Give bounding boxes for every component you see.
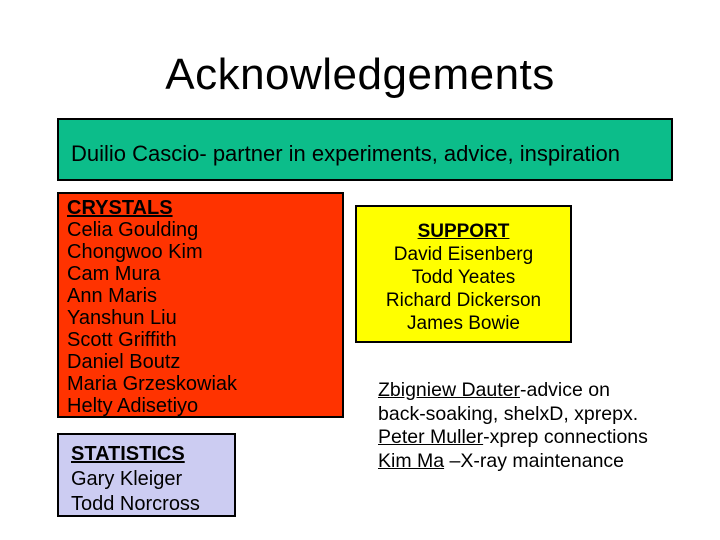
list-item: Scott Griffith	[67, 329, 177, 351]
list-item: Maria Grzeskowiak	[67, 373, 238, 395]
note-person-name: Kim Ma	[378, 449, 445, 472]
list-item: Chongwoo Kim	[67, 241, 203, 263]
crystals-header: CRYSTALS	[67, 197, 173, 219]
list-item: Daniel Boutz	[67, 351, 181, 373]
list-item: Celia Goulding	[67, 219, 199, 241]
statistics-header: STATISTICS	[71, 443, 185, 465]
support-header: SUPPORT	[417, 221, 510, 242]
banner-box: Duilio Cascio- partner in experiments, a…	[57, 118, 673, 181]
note-text: –X-ray maintenance	[444, 449, 625, 472]
list-item: Richard Dickerson	[385, 290, 542, 311]
list-item: Todd Norcross	[71, 493, 200, 515]
list-item: Ann Maris	[67, 285, 158, 307]
note-text: -xprep connections	[483, 426, 648, 448]
list-item: Helty Adisetiyo	[67, 395, 199, 417]
note-line: Kim Ma –X-ray maintenance	[378, 450, 698, 474]
list-item: Yanshun Liu	[67, 307, 177, 329]
banner-text: Duilio Cascio- partner in experiments, a…	[71, 140, 621, 166]
note-text: -advice on	[519, 379, 610, 401]
note-line: Zbigniew Dauter-advice on	[378, 379, 698, 403]
slide-title: Acknowledgements	[165, 50, 555, 99]
list-item: Cam Mura	[67, 263, 161, 285]
note-line: Peter Muller-xprep connections	[378, 426, 698, 450]
note-person-name: Peter Muller	[378, 426, 484, 448]
list-item: Gary Kleiger	[71, 468, 183, 490]
list-item: David Eisenberg	[393, 244, 534, 265]
note-person-name: Zbigniew Dauter	[378, 379, 520, 401]
note-line: back-soaking, shelxD, xprepx.	[378, 403, 698, 427]
note-text: back-soaking, shelxD, xprepx.	[378, 402, 639, 425]
notes-block: Zbigniew Dauter-advice on back-soaking, …	[378, 379, 698, 473]
list-item: James Bowie	[407, 313, 520, 334]
list-item: Todd Yeates	[411, 267, 516, 288]
